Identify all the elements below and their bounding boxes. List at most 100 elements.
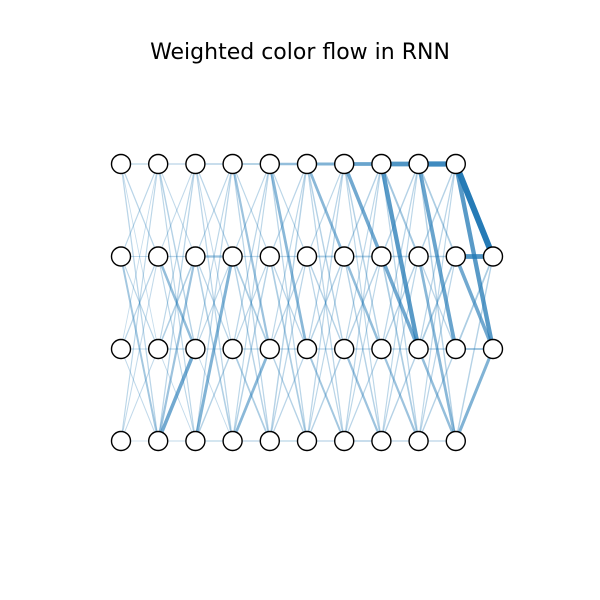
edge-h1-to-output-1 (454, 254, 495, 351)
edge-t5-h2-to-h1 (306, 255, 345, 350)
edge-t1-h2-to-h1 (157, 255, 197, 350)
hidden-node-t9-u1 (445, 246, 466, 267)
hidden-node-t3-u1 (222, 246, 243, 267)
edge-t3-h3-to-h0 (232, 163, 271, 442)
hidden-node-t7-u1 (371, 246, 392, 267)
hidden-node-t8-u3 (408, 430, 429, 452)
edge-t2-h2-to-h1 (194, 255, 234, 350)
hidden-node-t0-u2 (110, 338, 132, 360)
edge-t3-h2-to-h1 (232, 255, 271, 350)
edge-t8-h2-to-h3 (417, 347, 458, 443)
hidden-node-t8-u2 (408, 338, 429, 360)
edge-t2-h0-to-h2 (194, 163, 234, 350)
edge-t6-h3-to-h2 (343, 348, 383, 442)
edge-h3-to-output-1 (454, 347, 495, 443)
edge-t8-h2-to-h1 (417, 255, 457, 350)
hidden-node-t4-u0 (259, 153, 280, 175)
hidden-node-t8-u0 (408, 153, 429, 175)
edge-t7-h0-to-h2 (379, 161, 421, 352)
hidden-node-t7-u3 (371, 430, 392, 452)
edge-t8-h1-to-h3 (417, 255, 458, 443)
edge-t0-h2-to-h3 (120, 348, 159, 442)
edge-t1-h3-to-h2 (156, 347, 198, 443)
edge-t0-h1-to-h2 (120, 255, 159, 350)
edge-t3-h0-to-h3 (231, 163, 271, 442)
node-layer (110, 153, 504, 452)
edge-t7-h3-to-h1 (380, 255, 420, 442)
hidden-node-t7-u0 (371, 153, 392, 175)
edge-t6-h3-to-h1 (343, 255, 382, 442)
hidden-node-t2-u2 (185, 338, 206, 360)
edge-t8-h3-to-h2 (417, 348, 457, 442)
edge-t0-h2-to-h1 (120, 255, 159, 350)
edge-t2-h2-to-h0 (194, 163, 234, 350)
edge-t3-h1-to-h3 (231, 255, 271, 442)
edge-t0-h1-to-h3 (120, 255, 160, 442)
edge-t0-h3-to-h1 (120, 255, 159, 442)
hidden-node-t4-u1 (259, 246, 280, 267)
edge-t0-h0-to-h3 (120, 163, 159, 442)
edge-t0-h2-to-h0 (120, 163, 159, 350)
edge-t1-h0-to-h2 (157, 163, 197, 350)
edge-t6-h2-to-h0 (343, 163, 382, 350)
edge-t4-h2-to-h3 (269, 348, 308, 442)
edge-t5-h0-to-h2 (306, 163, 345, 350)
hidden-node-t6-u0 (334, 153, 355, 175)
hidden-node-t4-u3 (259, 430, 280, 452)
edge-h0-to-output-0 (452, 161, 496, 260)
edge-t2-h1-to-h0 (194, 163, 234, 258)
edge-t2-h3-to-h1 (193, 254, 235, 443)
hidden-node-t3-u2 (222, 338, 243, 360)
output-node-1 (482, 338, 504, 360)
edge-h3-to-output-0 (455, 255, 494, 442)
edge-t8-h0-to-h2 (416, 162, 458, 351)
edge-t0-h3-to-h2 (120, 348, 159, 442)
hidden-node-t5-u3 (296, 430, 318, 452)
edge-t7-h1-to-h0 (380, 163, 420, 258)
edge-t5-h3-to-h1 (306, 255, 345, 442)
edge-t3-h1-to-h0 (232, 163, 271, 258)
edge-t2-h0-to-h1 (194, 163, 234, 258)
edge-t8-h0-to-h3 (417, 163, 457, 442)
edge-t8-h1-to-h2 (417, 255, 457, 350)
hidden-node-t0-u3 (110, 430, 132, 452)
edge-t4-h1-to-h2 (269, 255, 308, 350)
edge-t8-h3-to-h0 (418, 163, 457, 442)
edge-t4-h3-to-h1 (269, 255, 308, 442)
edge-t6-h0-to-h3 (343, 163, 382, 442)
hidden-node-t1-u3 (147, 430, 169, 452)
edge-t7-h0-to-h1 (380, 163, 420, 258)
edge-t2-h3-to-h2 (194, 348, 234, 442)
hidden-node-t4-u2 (259, 338, 280, 360)
edge-t3-h1-to-h2 (231, 255, 271, 350)
hidden-node-t6-u3 (334, 430, 355, 452)
edge-t6-h0-to-h1 (342, 162, 384, 259)
edge-t2-h3-to-h0 (194, 163, 234, 442)
edge-t4-h2-to-h1 (269, 255, 308, 350)
edge-t5-h1-to-h2 (306, 255, 345, 350)
edge-t3-h0-to-h2 (231, 162, 271, 351)
edge-t2-h1-to-h2 (194, 255, 234, 350)
hidden-node-t2-u1 (185, 246, 206, 267)
hidden-node-t5-u1 (296, 246, 318, 267)
hidden-node-t9-u3 (445, 430, 466, 452)
edge-t6-h1-to-h3 (343, 255, 383, 442)
edge-t6-h0-to-h2 (343, 163, 383, 350)
edge-t2-h2-to-h3 (194, 348, 234, 442)
edge-t5-h2-to-h3 (306, 348, 346, 442)
edge-t5-h1-to-h3 (306, 255, 345, 442)
edge-t4-h0-to-h3 (269, 163, 308, 442)
hidden-node-t5-u2 (296, 338, 318, 360)
hidden-node-t7-u2 (371, 338, 392, 360)
edge-t4-h0-to-h1 (269, 163, 308, 258)
hidden-node-t2-u3 (185, 430, 206, 452)
edge-t1-h2-to-h0 (157, 163, 196, 350)
edge-t4-h1-to-h3 (268, 255, 308, 442)
hidden-node-t9-u0 (445, 153, 466, 175)
edge-t4-h3-to-h0 (269, 163, 308, 442)
edge-layer (120, 161, 496, 443)
edge-t0-h0-to-h1 (120, 163, 159, 258)
output-node-0 (482, 246, 504, 267)
edge-t7-h3-to-h2 (380, 348, 420, 442)
